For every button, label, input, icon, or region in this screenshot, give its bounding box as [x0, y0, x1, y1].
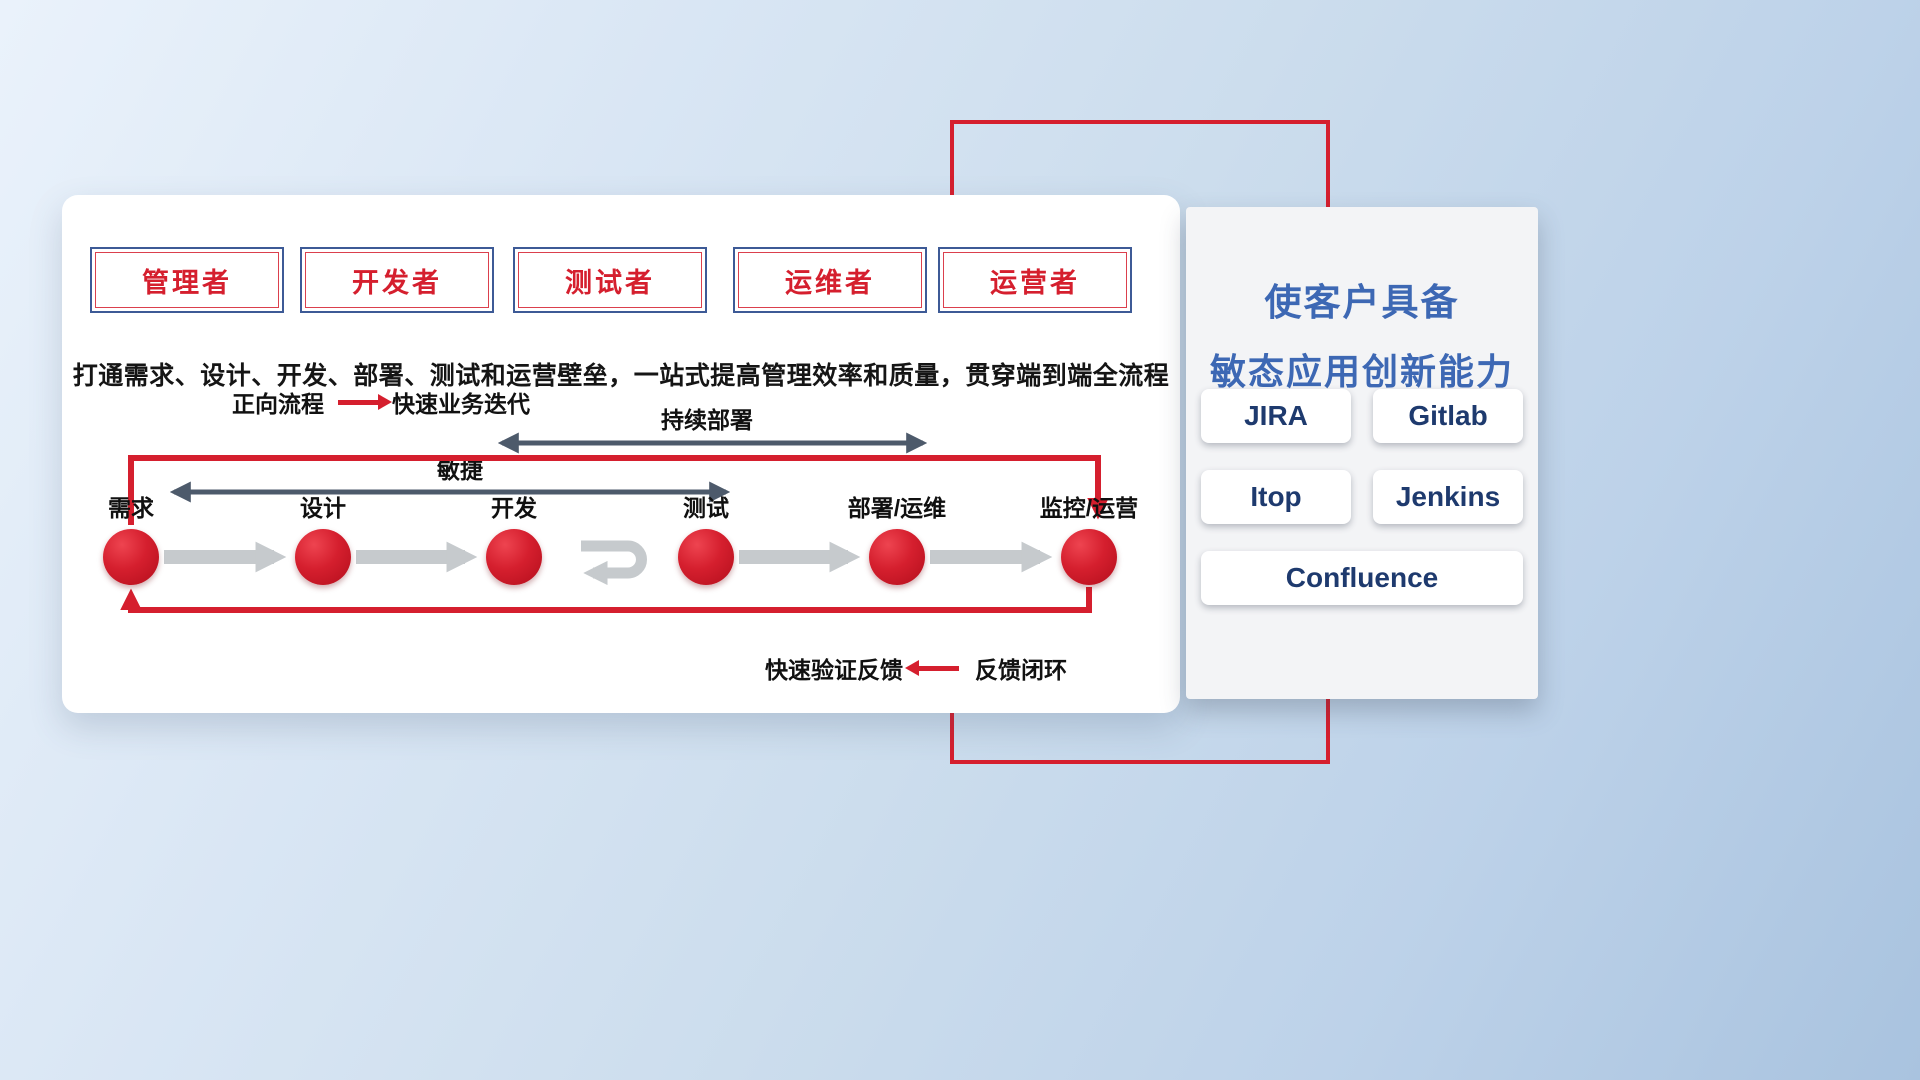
role-label: 运维者 [785, 267, 875, 298]
continuous-deploy-label: 持续部署 [661, 407, 753, 433]
tool-chip-gitlab: Gitlab [1373, 389, 1523, 443]
tool-chip-itop: Itop [1201, 470, 1351, 524]
step-node-test [678, 529, 734, 585]
workflow-panel: 管理者 开发者 测试者 运维者 运营者 打通需求、设计、开发、部署、测试和运营壁… [62, 195, 1180, 713]
legend-forward-value: 快速业务迭代 [392, 391, 530, 417]
step-label-test: 测试 [683, 495, 729, 521]
red-left-arrow-icon [919, 665, 959, 671]
step-node-monitor-ops [1061, 529, 1117, 585]
legend-feedback-label: 快速验证反馈 [765, 657, 903, 683]
role-label: 开发者 [352, 267, 442, 298]
role-label: 测试者 [565, 267, 655, 298]
red-right-arrow-icon [338, 399, 378, 405]
step-label-deploy-ops: 部署/运维 [847, 495, 947, 521]
step-node-develop [486, 529, 542, 585]
capability-panel: 使客户具备 敏态应用创新能力 JIRA Gitlab Itop Jenkins … [1186, 207, 1538, 699]
tool-chip-confluence: Confluence [1201, 551, 1523, 605]
step-label-monitor-ops: 监控/运营 [1039, 495, 1139, 521]
role-box-tester: 测试者 [513, 247, 707, 313]
role-label: 运营者 [990, 267, 1080, 298]
legend-feedback-loop: 快速验证反馈 反馈闭环 [765, 651, 1067, 685]
tools-grid: JIRA Gitlab Itop Jenkins Confluence [1186, 389, 1538, 605]
step-node-design [295, 529, 351, 585]
step-label-design: 设计 [300, 495, 346, 521]
tools-row: Itop Jenkins [1201, 470, 1523, 524]
tool-chip-jira: JIRA [1201, 389, 1351, 443]
flow-lines-layer [120, 432, 1109, 613]
agile-label: 敏捷 [437, 457, 483, 483]
forward-flow-line [128, 455, 1109, 525]
legend-forward-label: 正向流程 [232, 391, 324, 417]
role-label: 管理者 [142, 267, 232, 298]
role-box-operator: 运营者 [938, 247, 1132, 313]
tools-row: JIRA Gitlab [1201, 389, 1523, 443]
tool-chip-jenkins: Jenkins [1373, 470, 1523, 524]
step-label-requirements: 需求 [108, 495, 154, 521]
role-box-developer: 开发者 [300, 247, 494, 313]
step-label-develop: 开发 [491, 495, 537, 521]
step-node-deploy-ops [869, 529, 925, 585]
legend-forward-flow: 正向流程 快速业务迭代 [232, 385, 530, 419]
workflow-description: 打通需求、设计、开发、部署、测试和运营壁垒，一站式提高管理效率和质量，贯穿端到端… [72, 362, 1170, 390]
step-node-requirements [103, 529, 159, 585]
role-box-manager: 管理者 [90, 247, 284, 313]
legend-feedback-value: 反馈闭环 [975, 657, 1067, 683]
iterate-loop-arrow-icon [581, 540, 647, 586]
capability-title-line1: 使客户具备 [1264, 281, 1460, 323]
role-box-ops: 运维者 [733, 247, 927, 313]
tools-row: Confluence [1201, 551, 1523, 605]
capability-title-line2: 敏态应用创新能力 [1209, 350, 1514, 392]
feedback-loop-line [120, 587, 1092, 613]
